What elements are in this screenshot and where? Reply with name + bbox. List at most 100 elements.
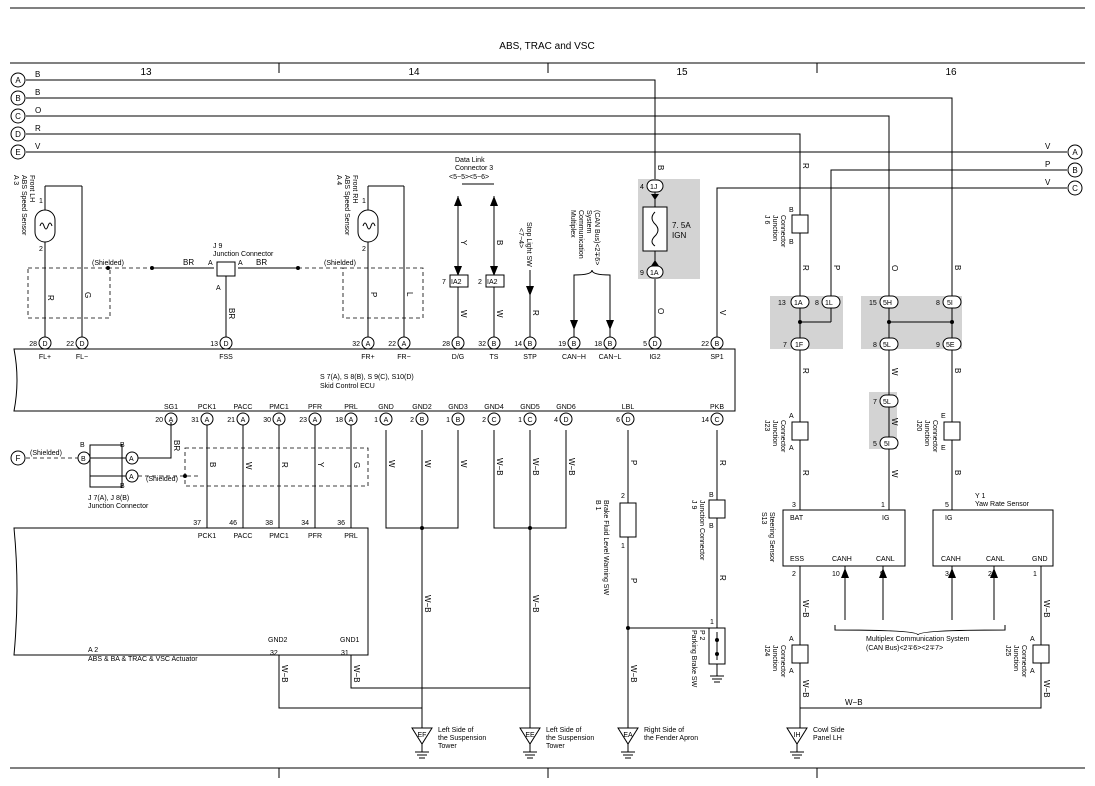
off-page-connector-e-in[interactable]: E bbox=[10, 144, 26, 160]
svg-text:B: B bbox=[495, 240, 504, 245]
svg-text:7: 7 bbox=[783, 342, 787, 349]
junction-connector-j25: A A J25 Junction Connector W−B W−B W−B bbox=[800, 566, 1051, 709]
connector-pin: A bbox=[236, 412, 250, 426]
svg-text:W: W bbox=[387, 460, 396, 468]
pin-number: 18 bbox=[335, 417, 343, 424]
wire-color: O bbox=[35, 106, 41, 115]
multiplex-can-bus: Multiplex Communication System (CAN Bus)… bbox=[569, 210, 614, 340]
pin-number: 32 bbox=[478, 341, 486, 348]
svg-text:W−B: W−B bbox=[845, 698, 863, 707]
pin-connector-letter: D bbox=[625, 417, 630, 424]
svg-text:P: P bbox=[832, 265, 841, 270]
svg-text:R: R bbox=[718, 575, 727, 581]
svg-text:Connector: Connector bbox=[779, 645, 786, 678]
svg-text:Junction Connector: Junction Connector bbox=[88, 503, 149, 510]
svg-text:J 7(A), J 8(B): J 7(A), J 8(B) bbox=[88, 495, 129, 502]
svg-text:W−B: W−B bbox=[423, 595, 432, 613]
pin-connector-letter: C bbox=[714, 417, 719, 424]
svg-text:IA2: IA2 bbox=[451, 279, 462, 286]
brake-fluid-level-sw: 2 1 B 1 Brake Fluid Level Warning SW P P… bbox=[594, 430, 717, 728]
off-page-connector-a-out[interactable]: A bbox=[1067, 144, 1083, 160]
pin-label: PMC1 bbox=[269, 533, 289, 540]
svg-text:Junction: Junction bbox=[923, 420, 930, 446]
pin-number: 28 bbox=[29, 341, 37, 348]
pin-label: IG2 bbox=[649, 354, 660, 361]
wire-color: B bbox=[35, 88, 40, 97]
off-page-connector-d-in[interactable]: D bbox=[10, 126, 26, 142]
svg-text:W−B: W−B bbox=[1042, 680, 1051, 698]
svg-text:Multiplex: Multiplex bbox=[569, 210, 576, 238]
pin-connector-letter: D bbox=[79, 341, 84, 348]
svg-text:W: W bbox=[890, 470, 899, 478]
pin-label: GND4 bbox=[484, 404, 504, 411]
yaw-rate-sensor: IG CANH CANL GND 5 3 2 1 Y 1 Yaw Rate Se… bbox=[932, 493, 1054, 578]
svg-text:5: 5 bbox=[873, 441, 877, 448]
svg-text:Data Link: Data Link bbox=[455, 157, 485, 164]
connector-pin: D bbox=[38, 336, 52, 350]
svg-text:P 2: P 2 bbox=[698, 630, 705, 640]
svg-text:Junction: Junction bbox=[1012, 645, 1019, 671]
sensor-ref: A 3 bbox=[12, 175, 19, 185]
pin-number: 38 bbox=[265, 520, 273, 527]
junction-connector-j23: A A J23 Junction Connector R R bbox=[763, 350, 810, 510]
skid-control-ecu: S 7(A), S 8(B), S 9(C), S10(D) Skid Cont… bbox=[13, 348, 736, 412]
svg-text:J25: J25 bbox=[1004, 645, 1011, 656]
connector-pin: A bbox=[361, 336, 375, 350]
column-number: 16 bbox=[945, 67, 957, 78]
svg-text:J 6: J 6 bbox=[763, 215, 770, 224]
off-page-label: A bbox=[15, 76, 21, 85]
svg-text:B: B bbox=[120, 483, 125, 490]
pin-connector-letter: A bbox=[384, 417, 389, 424]
svg-text:R: R bbox=[46, 295, 55, 301]
connector-pin: A bbox=[272, 412, 286, 426]
ecu-top-pins: D28FL+D22FL−D13FSSA32FR+A22FR−B28D/GB32T… bbox=[29, 336, 724, 361]
svg-text:Connector: Connector bbox=[1020, 645, 1027, 678]
pin-number: 20 bbox=[155, 417, 163, 424]
svg-text:A: A bbox=[129, 474, 134, 481]
abs-speed-sensor-fr: 1 2 A 4 ABS Speed Sensor Front RH bbox=[335, 175, 405, 340]
pin-connector-letter: D bbox=[563, 417, 568, 424]
pin-connector-letter: D bbox=[223, 341, 228, 348]
ground-desc: Left Side of bbox=[546, 727, 581, 734]
svg-text:P: P bbox=[629, 578, 638, 583]
off-page-connector-c-in[interactable]: C bbox=[10, 108, 26, 124]
pin-label: PACC bbox=[234, 404, 253, 411]
off-page-connector-f-in[interactable]: F bbox=[10, 450, 26, 466]
svg-text:B: B bbox=[953, 368, 962, 373]
pin-number: 1 bbox=[446, 417, 450, 424]
pin-connector-letter: D bbox=[652, 341, 657, 348]
svg-text:A: A bbox=[1030, 668, 1035, 675]
off-page-connector-b-in[interactable]: B bbox=[10, 90, 26, 106]
abs-actuator: A 2 ABS & BA & TRAC & VSC Actuator bbox=[13, 527, 369, 663]
pin-label: PACC bbox=[234, 533, 253, 540]
junction-connector-j24: A A J24 Junction Connector W−B W−B bbox=[763, 566, 810, 728]
shielded-label: (Shielded) bbox=[92, 260, 124, 267]
wire-color: V bbox=[1045, 178, 1051, 187]
column-number: 13 bbox=[140, 67, 152, 78]
off-page-connector-b-out[interactable]: B bbox=[1067, 162, 1083, 178]
svg-text:O: O bbox=[656, 308, 665, 314]
svg-text:3: 3 bbox=[945, 571, 949, 578]
svg-text:3: 3 bbox=[792, 502, 796, 509]
svg-text:IA2: IA2 bbox=[487, 279, 498, 286]
pin-number: 2 bbox=[482, 417, 486, 424]
pin-label: TS bbox=[490, 354, 499, 361]
pin-connector-letter: B bbox=[456, 341, 461, 348]
svg-text:31: 31 bbox=[341, 650, 349, 657]
pin-number: 22 bbox=[66, 341, 74, 348]
svg-text:GND2: GND2 bbox=[268, 637, 288, 644]
pin-number: 23 bbox=[299, 417, 307, 424]
svg-text:G: G bbox=[352, 462, 361, 468]
shielded-label: (Shielded) bbox=[324, 260, 356, 267]
ground-desc: Panel LH bbox=[813, 735, 842, 742]
ground-desc: the Suspension bbox=[546, 735, 594, 742]
svg-text:W: W bbox=[244, 462, 253, 470]
svg-text:W−B: W−B bbox=[495, 458, 504, 476]
pin-label: D/G bbox=[452, 354, 464, 361]
pin-connector-letter: B bbox=[572, 341, 577, 348]
connector-pin: D bbox=[648, 336, 662, 350]
svg-text:R: R bbox=[280, 462, 289, 468]
off-page-connector-c-out[interactable]: C bbox=[1067, 180, 1083, 196]
off-page-connector-a-in[interactable]: A bbox=[10, 72, 26, 88]
pin-connector-letter: A bbox=[366, 341, 371, 348]
